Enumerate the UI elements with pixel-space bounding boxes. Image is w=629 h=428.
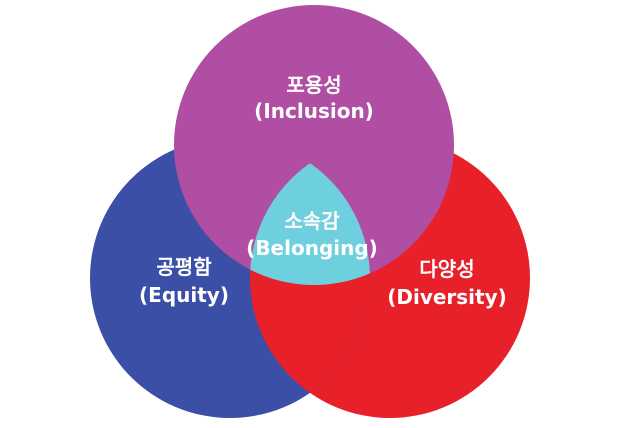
inclusion-circle bbox=[174, 5, 454, 285]
inclusion-label-en: (Inclusion) bbox=[254, 99, 374, 123]
belonging-label-ko: 소속감 bbox=[284, 209, 340, 233]
inclusion-label-ko: 포용성 bbox=[286, 73, 341, 97]
belonging-region bbox=[250, 138, 370, 285]
diversity-label-ko: 다양성 bbox=[419, 257, 474, 281]
belonging-label-en: (Belonging) bbox=[246, 236, 378, 260]
equity-label-en: (Equity) bbox=[139, 283, 229, 307]
equity-label-ko: 공평함 bbox=[156, 255, 212, 279]
diversity-label-en: (Diversity) bbox=[387, 285, 507, 309]
